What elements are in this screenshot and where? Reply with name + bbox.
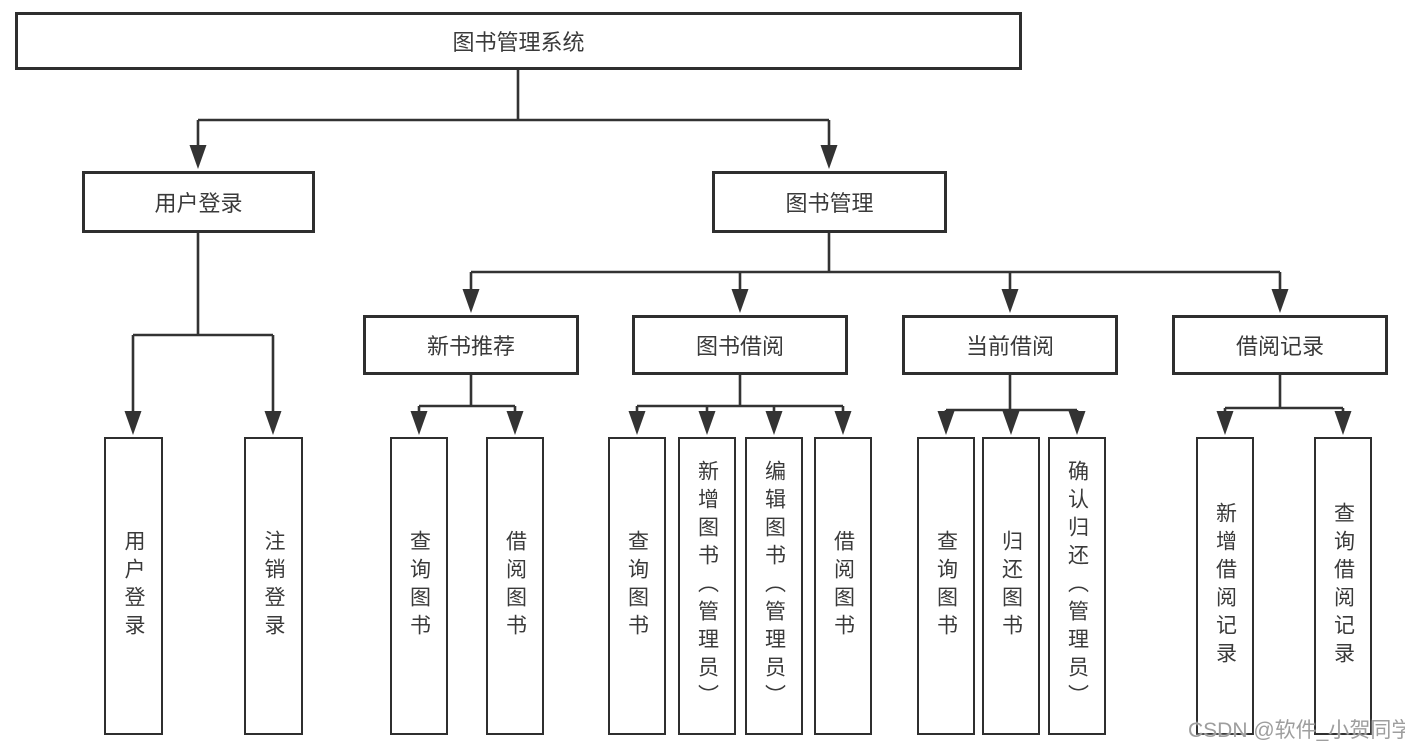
node-user-login: 用户登录 [82,171,315,233]
leaf-borrow-books-recommend: 借阅图书 [486,437,544,735]
leaf-logout: 注销登录 [244,437,303,735]
connector-paths [131,70,1345,416]
leaf-edit-books-admin: 编辑图书（管理员） [745,437,803,735]
node-label: 用户登录 [154,191,243,216]
node-label: 借阅记录 [1235,334,1324,359]
node-label: 借阅图书 [503,530,527,642]
node-new-book-recommend: 新书推荐 [363,315,579,375]
leaf-query-books-recommend: 查询图书 [390,437,448,735]
leaf-return-books: 归还图书 [982,437,1040,735]
leaf-add-books-admin: 新增图书（管理员） [678,437,736,735]
node-label: 新增借阅记录 [1213,502,1237,670]
node-label: 查询借阅记录 [1331,502,1355,670]
node-current-borrow: 当前借阅 [902,315,1118,375]
node-label: 图书管理 [785,191,874,216]
node-label: 注销登录 [262,530,285,642]
node-label: 归还图书 [999,530,1023,642]
node-label: 查询图书 [934,530,958,642]
node-label: 借阅图书 [831,530,855,642]
csdn-watermark: CSDN @软件_小贺同学 [1188,719,1405,742]
node-label: 用户登录 [122,530,145,642]
node-borrow-records: 借阅记录 [1172,315,1388,375]
leaf-confirm-return-admin: 确认归还（管理员） [1048,437,1106,735]
node-root-library-system: 图书管理系统 [15,12,1022,70]
node-label: 新书推荐 [426,334,515,359]
leaf-query-books-borrow: 查询图书 [608,437,666,735]
node-label: 图书管理系统 [452,30,585,55]
leaf-add-borrow-record: 新增借阅记录 [1196,437,1254,735]
node-label: 图书借阅 [695,334,784,359]
leaf-borrow-books: 借阅图书 [814,437,872,735]
node-book-management: 图书管理 [712,171,947,233]
node-label: 确认归还（管理员） [1065,460,1089,712]
leaf-user-login: 用户登录 [104,437,163,735]
leaf-query-books-current: 查询图书 [917,437,975,735]
node-label: 编辑图书（管理员） [762,460,786,712]
node-label: 当前借阅 [965,334,1054,359]
arrowheads [124,145,1352,435]
node-label: 新增图书（管理员） [695,460,719,712]
node-book-borrow: 图书借阅 [632,315,848,375]
node-label: 查询图书 [625,530,649,642]
leaf-query-borrow-record: 查询借阅记录 [1314,437,1372,735]
node-label: 查询图书 [407,530,431,642]
